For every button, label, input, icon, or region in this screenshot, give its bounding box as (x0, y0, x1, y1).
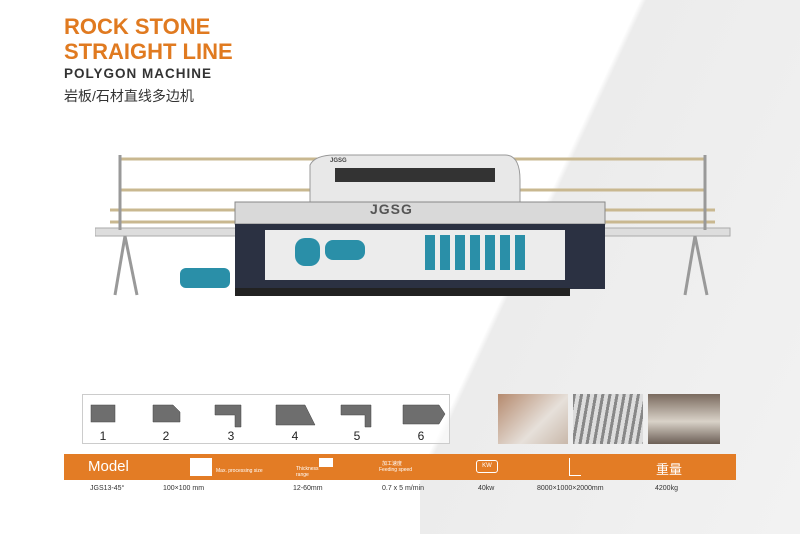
speed-caption: Feeding speed (379, 467, 413, 473)
profile-4: 4 (275, 395, 325, 445)
thickness-icon (319, 458, 333, 467)
speed-caption-cn: 加工速度 (382, 461, 403, 467)
value-model: JGS13-45° (90, 485, 125, 492)
thickness-caption: Thickness range (296, 466, 319, 478)
photo-slab-stack (573, 394, 643, 444)
weight-label: 重量 (656, 463, 683, 478)
value-size: 100×100 mm (163, 485, 205, 492)
profile-2: 2 (146, 395, 196, 445)
brand-logo-small: JGSG (330, 158, 347, 164)
photo-slab-3 (648, 394, 720, 444)
profile-number: 2 (162, 429, 170, 443)
value-weight: 4200kg (655, 485, 678, 492)
profile-5: 5 (337, 395, 387, 445)
profile-number: 6 (417, 429, 425, 443)
model-label: Model (88, 458, 129, 475)
title-line-2: STRAIGHT LINE (64, 39, 233, 64)
title-chinese: 岩板/石材直线多边机 (64, 88, 194, 104)
value-power: 40kw (478, 485, 495, 492)
profile-number: 1 (99, 429, 107, 443)
edge-profile-shapes (90, 404, 446, 428)
title-line-1: ROCK STONE (64, 14, 211, 39)
title-sub: POLYGON MACHINE (64, 66, 213, 81)
size-caption: Max. processing size (216, 468, 263, 474)
profile-number: 3 (227, 429, 235, 443)
profile-6: 6 (401, 395, 451, 445)
value-speed: 0.7 x 5 m/min (382, 485, 425, 492)
profile-number: 5 (353, 429, 361, 443)
machine-image (95, 154, 731, 296)
photo-slab-1 (498, 394, 568, 444)
value-dimensions: 8000×1000×2000mm (537, 485, 604, 492)
edge-profile-panel: 1 2 3 4 5 6 (82, 394, 450, 444)
profile-number: 4 (291, 429, 299, 443)
profile-3: 3 (211, 395, 261, 445)
spec-header-bar: Model Max. processing size Thickness ran… (64, 454, 736, 480)
value-thickness: 12-60mm (293, 485, 323, 492)
size-icon (190, 458, 212, 476)
brand-logo: JGSG (370, 201, 413, 217)
dimension-icon (569, 458, 581, 476)
profile-1: 1 (83, 395, 133, 445)
power-icon: KW (476, 460, 498, 473)
